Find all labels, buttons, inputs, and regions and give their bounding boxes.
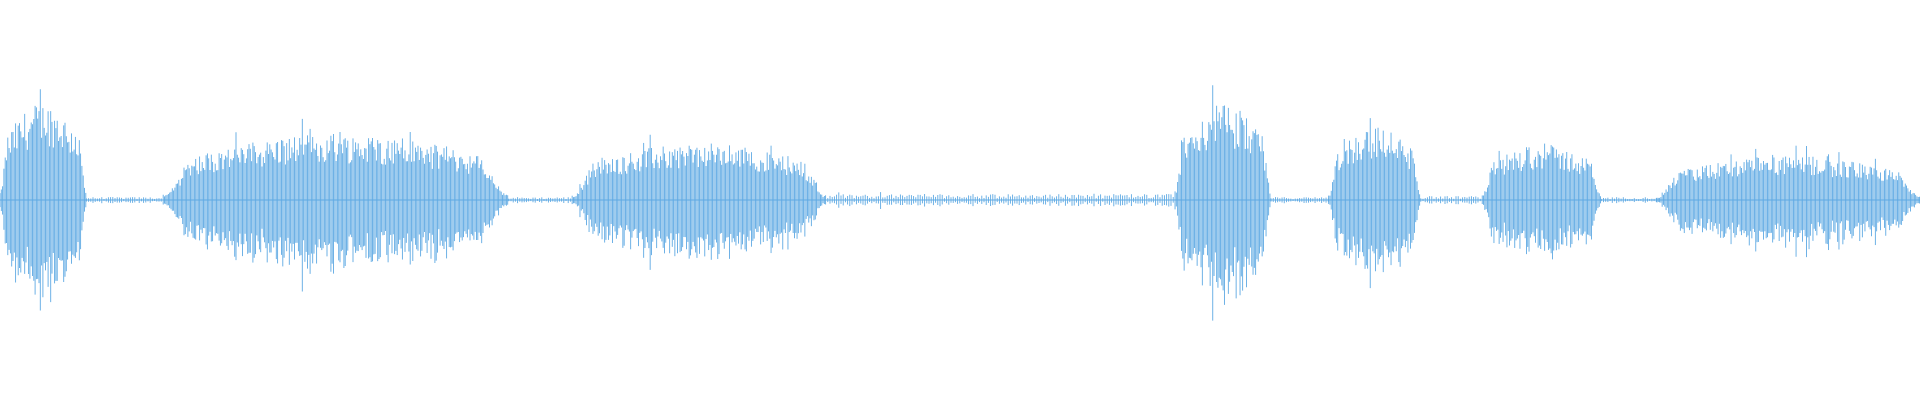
- waveform-segment-speech: [162, 118, 509, 292]
- waveform-segment-speech: [1328, 118, 1421, 289]
- waveform-segment-speech: [571, 134, 825, 270]
- waveform-segment-silence: [508, 197, 571, 204]
- waveform-segment-silence: [1270, 197, 1329, 204]
- waveform-segment-speech: [1656, 145, 1920, 258]
- waveform-segment-speech: [1174, 85, 1271, 321]
- waveform-segment-speech: [1481, 143, 1601, 260]
- waveform-segment-silence: [85, 197, 162, 204]
- waveform-bars: [0, 85, 1920, 321]
- waveform-segment-silence: [1600, 197, 1657, 204]
- waveform-segment-noise: [825, 192, 1174, 209]
- waveform-segment-silence: [1420, 196, 1481, 205]
- waveform-segment-speech: [0, 89, 87, 311]
